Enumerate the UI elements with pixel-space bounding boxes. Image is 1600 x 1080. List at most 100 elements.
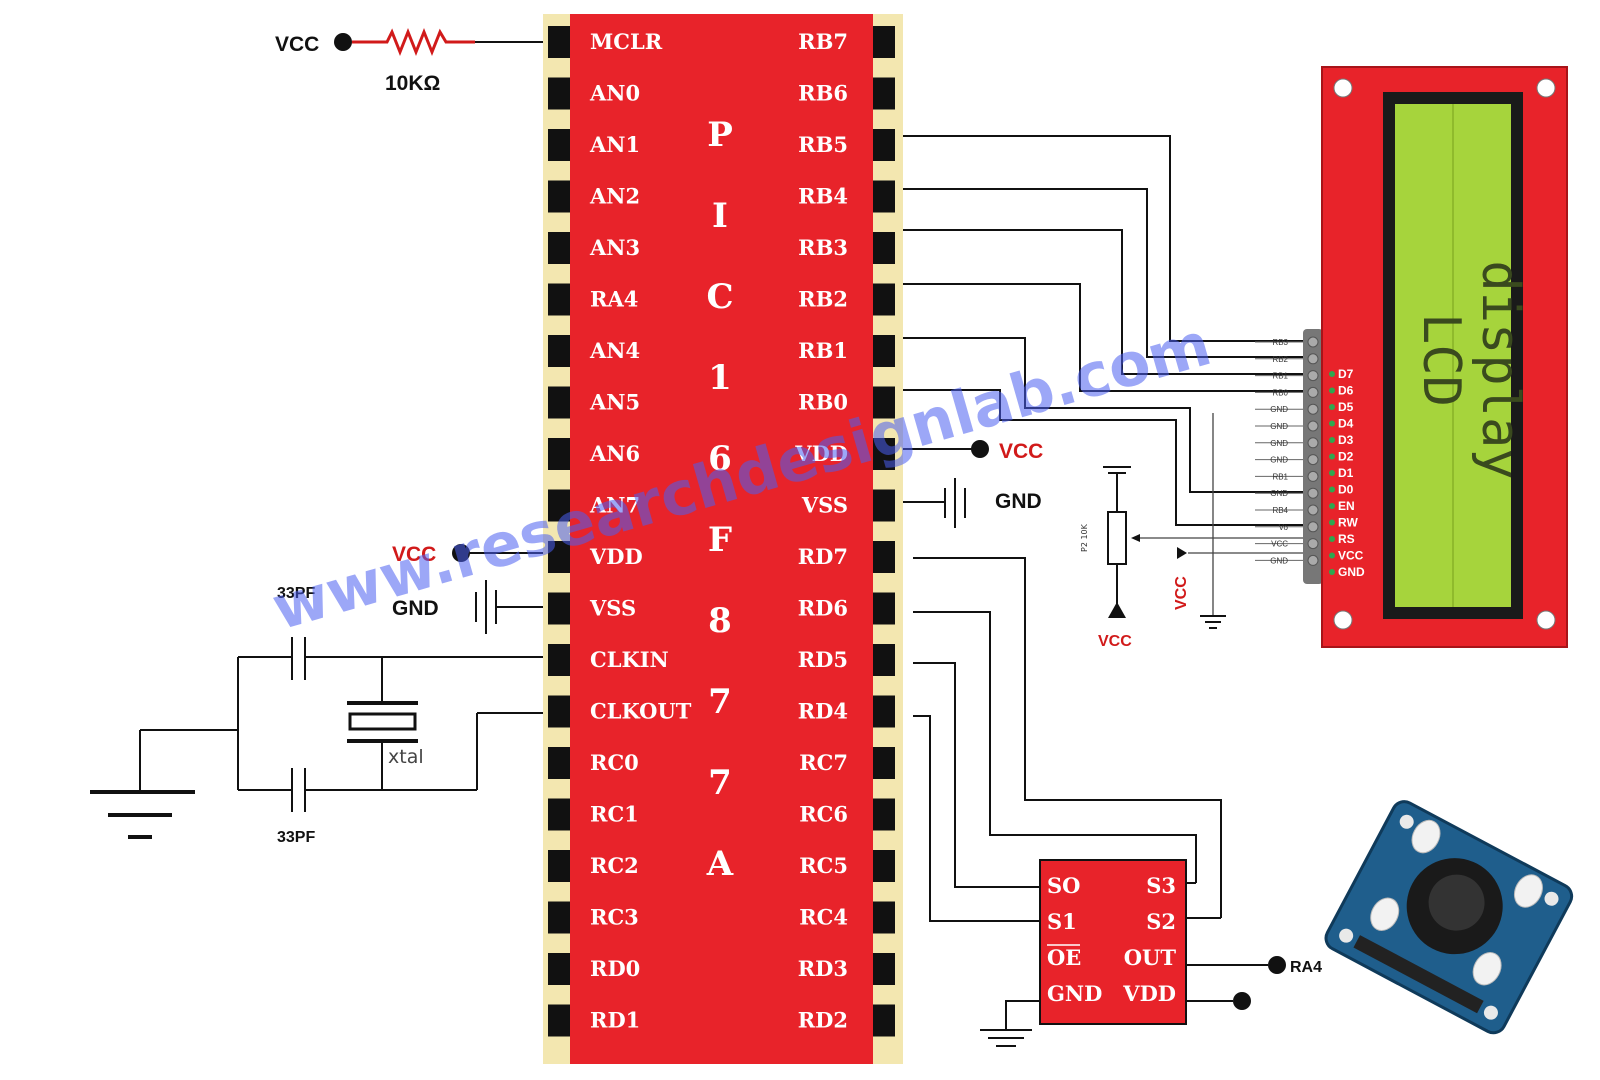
xtal-body — [348, 712, 417, 731]
lcd-pin-label: D3 — [1338, 433, 1354, 447]
pin-pad-right — [873, 129, 895, 161]
connector-label: RB3 — [1272, 338, 1288, 347]
connector-label: GND — [1270, 422, 1288, 431]
lcd-pin-label: D7 — [1338, 367, 1354, 381]
wire-rb4 — [903, 188, 1305, 358]
pin-pad-left — [548, 953, 570, 985]
chip-name-letter: C — [706, 277, 733, 317]
connector-pin — [1307, 403, 1319, 415]
sensor-pin-right: VDD — [1122, 981, 1176, 1006]
wire-rb1 — [903, 337, 1305, 493]
pin-pad-left — [548, 386, 570, 419]
pin-pad-left — [548, 77, 570, 110]
sensor-pin-left: GND — [1047, 981, 1102, 1006]
resistor-symbol — [352, 27, 475, 57]
pin-label-left: RC2 — [590, 853, 639, 878]
wire-rb2 — [903, 283, 1305, 392]
sensor-chip — [1039, 859, 1187, 1025]
pin-label-left: AN1 — [589, 132, 640, 157]
pin-label-right: RC4 — [799, 905, 848, 930]
lcd-pin-dot — [1329, 552, 1335, 559]
pin-label-right: RB5 — [798, 132, 848, 157]
pin-pad-right — [873, 953, 895, 985]
pin-pad-left — [548, 798, 570, 831]
pin-label-left: AN0 — [589, 81, 640, 106]
pic16f877a-chip: MCLRAN0AN1AN2AN3RA4AN4AN5AN6AN7VDDVSSCLK… — [543, 14, 903, 1064]
lcd-pin-label: D0 — [1338, 483, 1354, 497]
pin-label-right: RD4 — [798, 699, 848, 724]
sensor-pin-right: OUT — [1124, 945, 1177, 970]
pin-pad-left — [548, 695, 570, 728]
chip-name-letter: 6 — [708, 439, 732, 479]
pin-pad-left — [548, 644, 570, 676]
sensor-module-photo — [1324, 800, 1574, 1035]
connector-label: GND — [1270, 439, 1288, 448]
pin-label-left: CLKOUT — [590, 699, 692, 724]
pin-pad-right — [873, 695, 895, 728]
xtal-label: xtal — [388, 746, 424, 768]
connector-label: GND — [1270, 489, 1288, 498]
cap-top-label: 33PF — [277, 585, 315, 602]
wire-rd5 — [913, 662, 1040, 888]
sensor-pin-left: OE — [1047, 945, 1081, 970]
wire-rd4 — [913, 715, 1040, 922]
lcd-pin-dot — [1329, 453, 1335, 460]
lcd-pin-dot — [1329, 470, 1335, 476]
pin-pad-left — [548, 541, 570, 573]
connector-pin — [1307, 504, 1319, 516]
pin-label-right: RD3 — [798, 956, 848, 981]
pin-pad-left — [548, 180, 570, 213]
lcd-text-line2: display — [1470, 260, 1530, 479]
pin-pad-left — [548, 438, 570, 470]
connector-label: Vo — [1279, 523, 1289, 532]
lcd-pin-label: D6 — [1338, 384, 1354, 398]
wire-rb0 — [903, 389, 1305, 526]
connector-label: RB0 — [1272, 388, 1288, 397]
pin-label-right: RD7 — [798, 544, 848, 569]
connector-pin — [1307, 420, 1319, 432]
pin-label-right: RC7 — [799, 750, 848, 775]
wire-rb5 — [903, 135, 1305, 342]
pin-label-left: AN7 — [589, 493, 640, 518]
contrast-pot: VCC P2 10K VCC — [1080, 413, 1305, 650]
lcd-pin-dot — [1329, 519, 1335, 526]
pin-pad-right — [873, 901, 895, 934]
pin-label-left: RD1 — [590, 1008, 640, 1033]
connector-pin — [1307, 386, 1319, 398]
vcc-label-vertical: VCC — [1173, 576, 1190, 610]
header-pins — [1353, 935, 1484, 1014]
led — [1370, 897, 1400, 931]
connector-pin — [1307, 353, 1319, 365]
sensor-pin-left: S1 — [1047, 909, 1077, 934]
pin-label-left: RC1 — [590, 802, 639, 827]
pin-pad-right — [873, 386, 895, 419]
pin-pad-right — [873, 747, 895, 779]
pot-label: P2 10K — [1080, 523, 1089, 552]
lcd-pin-dot — [1329, 420, 1335, 427]
lcd-pin-dot — [1329, 503, 1335, 509]
pin-pad-left — [548, 592, 570, 625]
pin-label-left: RA4 — [590, 287, 638, 312]
connector-pin — [1307, 487, 1319, 499]
wire-rd7 — [913, 557, 1222, 918]
lcd-pin-label: D2 — [1338, 450, 1354, 464]
connector-pin — [1307, 336, 1319, 348]
right-pin-pads — [873, 26, 895, 1037]
connector-label: GND — [1270, 405, 1288, 414]
pin-label-left: AN5 — [589, 390, 640, 415]
right-pin-labels: RB7RB6RB5RB4RB3RB2RB1RB0VDDVSSRD7RD6RD5R… — [794, 29, 848, 1033]
lcd-pin-dot — [1329, 437, 1335, 443]
pin-pad-right — [873, 438, 895, 470]
lcd-pin-dot — [1329, 569, 1335, 575]
connector-label: GND — [1270, 556, 1288, 565]
sensor-pin-right: S3 — [1146, 873, 1176, 898]
lcd-module: RB3RB2RB1RB0GNDGNDGNDGNDRB1GNDRB4VoVCCGN… — [1255, 66, 1568, 648]
pin-pad-right — [873, 592, 895, 625]
pin-pad-right — [873, 26, 895, 58]
led — [1411, 819, 1441, 854]
pin-pad-left — [548, 850, 570, 882]
gnd-label-right: GND — [995, 490, 1042, 513]
lcd-pin-label: D1 — [1338, 466, 1354, 480]
